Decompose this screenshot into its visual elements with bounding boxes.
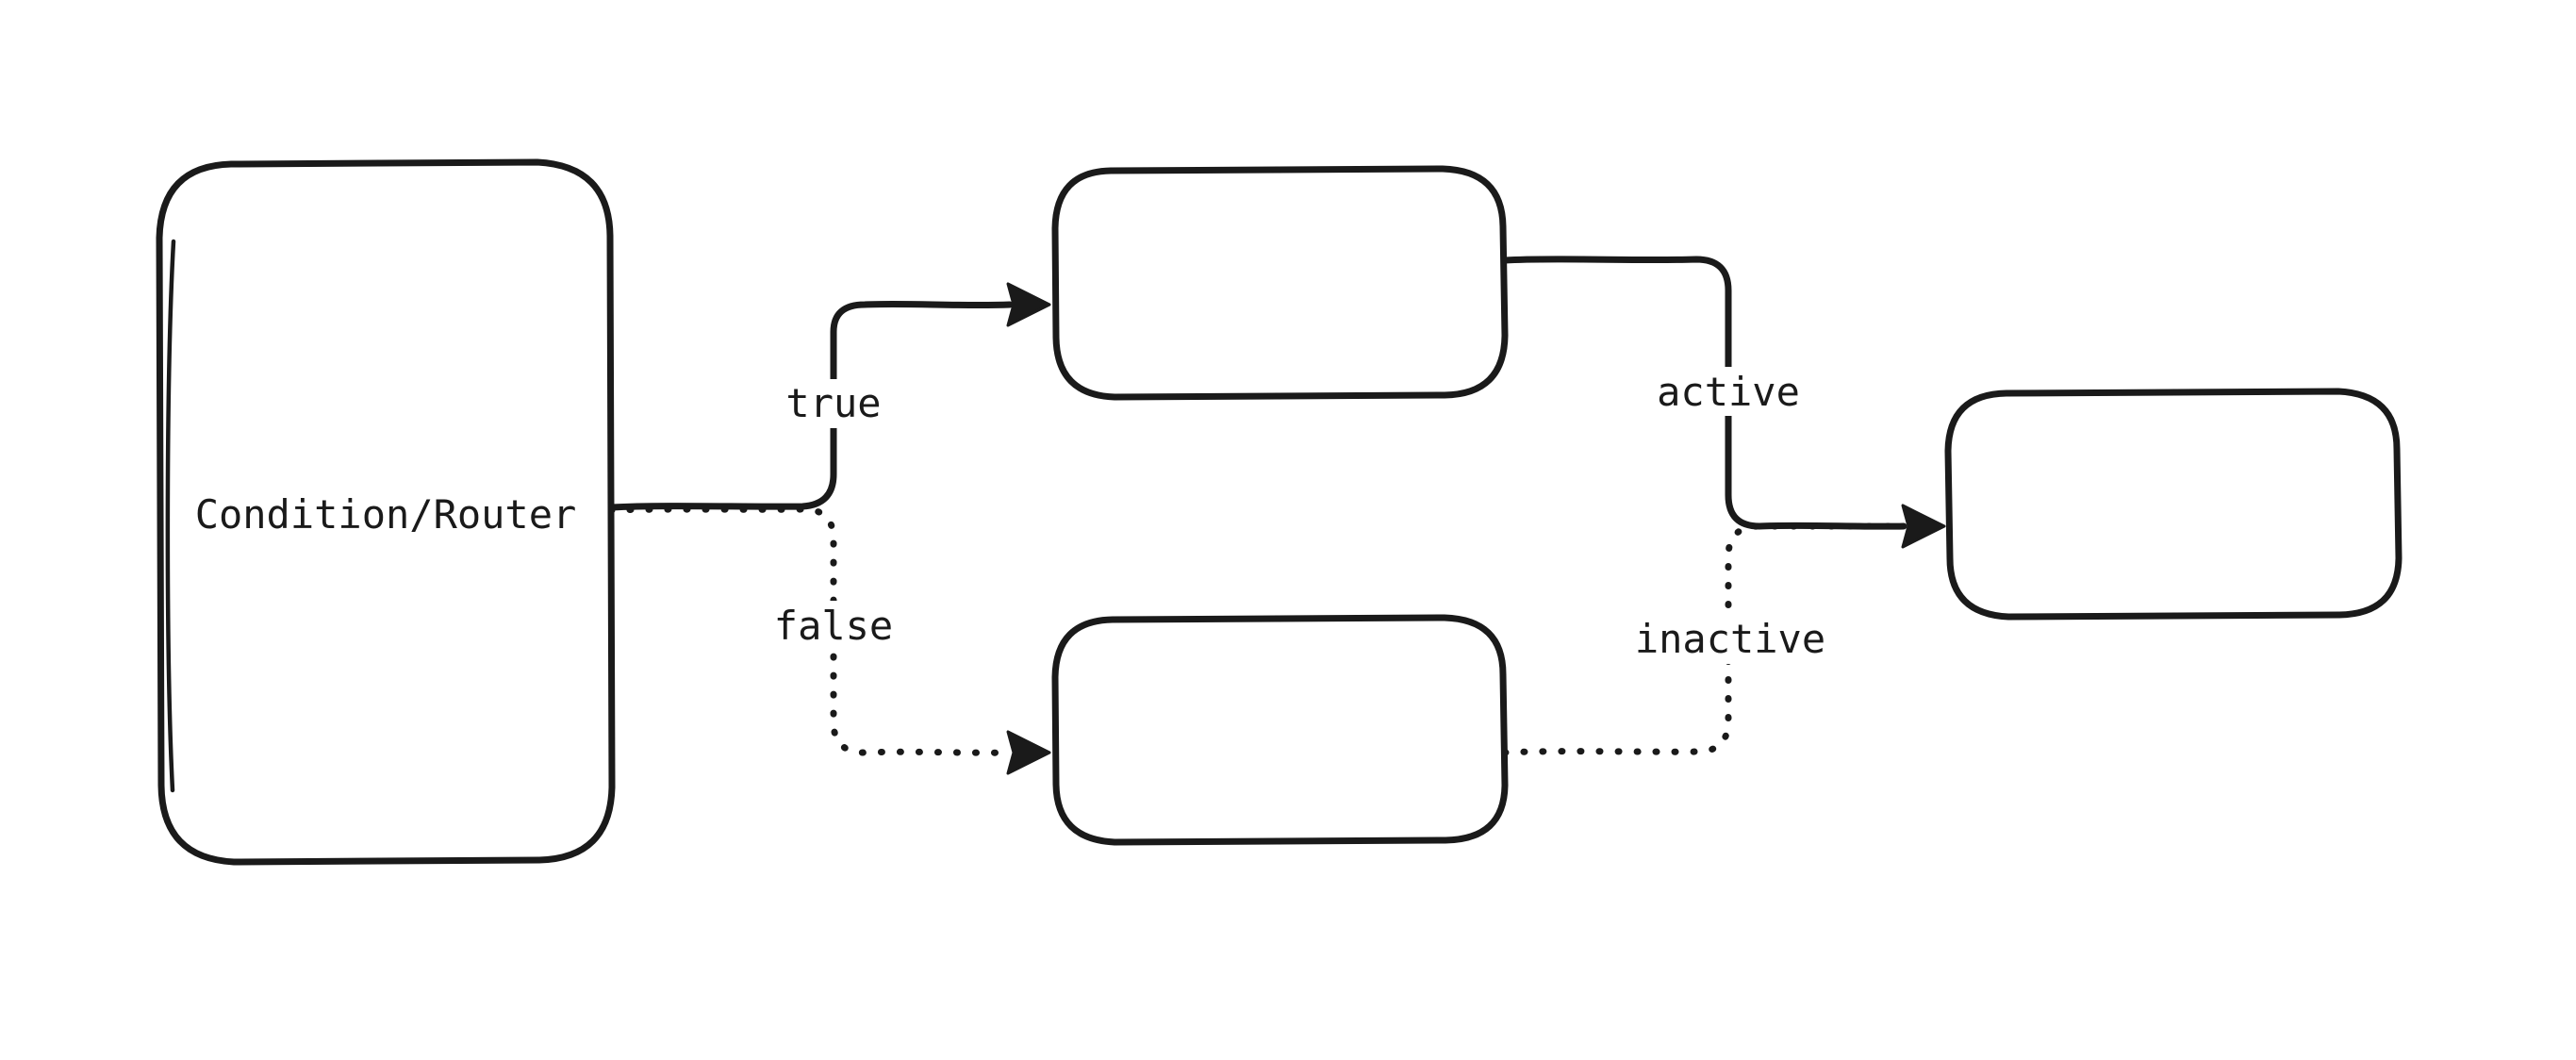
edge-label-false: false (774, 603, 893, 649)
node-condition-router-sketch-stroke (165, 239, 176, 793)
edge-label-true-mask (773, 379, 894, 428)
edge-label-active-mask (1641, 367, 1816, 416)
edge-label-active-group: active (1641, 367, 1816, 416)
edge-true[interactable] (607, 282, 1051, 511)
edge-label-false-group: false (760, 601, 907, 650)
edge-label-inactive: inactive (1635, 616, 1825, 662)
node-true-branch[interactable] (1051, 165, 1509, 401)
node-false-branch-shape (1051, 614, 1509, 846)
edge-active[interactable] (1501, 256, 1946, 549)
node-output-shape (1944, 388, 2403, 621)
edge-label-active: active (1657, 369, 1800, 415)
node-false-branch[interactable] (1051, 614, 1509, 846)
edge-label-true: true (785, 380, 881, 426)
edge-active-line (1501, 256, 1907, 530)
node-true-branch-shape (1051, 165, 1509, 401)
edge-true-arrowhead-icon (1006, 282, 1051, 327)
node-condition-router-label: Condition/Router (195, 491, 577, 538)
edge-active-arrowhead-icon (1901, 504, 1946, 549)
edge-label-false-mask (760, 601, 907, 650)
node-condition-router[interactable]: Condition/Router (156, 158, 616, 866)
edge-false-line (607, 505, 1013, 756)
edge-false-arrowhead-icon (1006, 730, 1051, 775)
edge-label-inactive-group: inactive (1612, 613, 1848, 664)
node-condition-router-shape (156, 158, 616, 866)
edge-label-inactive-mask (1612, 613, 1848, 664)
node-output[interactable] (1944, 388, 2403, 621)
edge-false[interactable] (607, 505, 1051, 775)
edge-true-line (607, 300, 1014, 511)
edge-label-true-group: true (773, 379, 894, 428)
